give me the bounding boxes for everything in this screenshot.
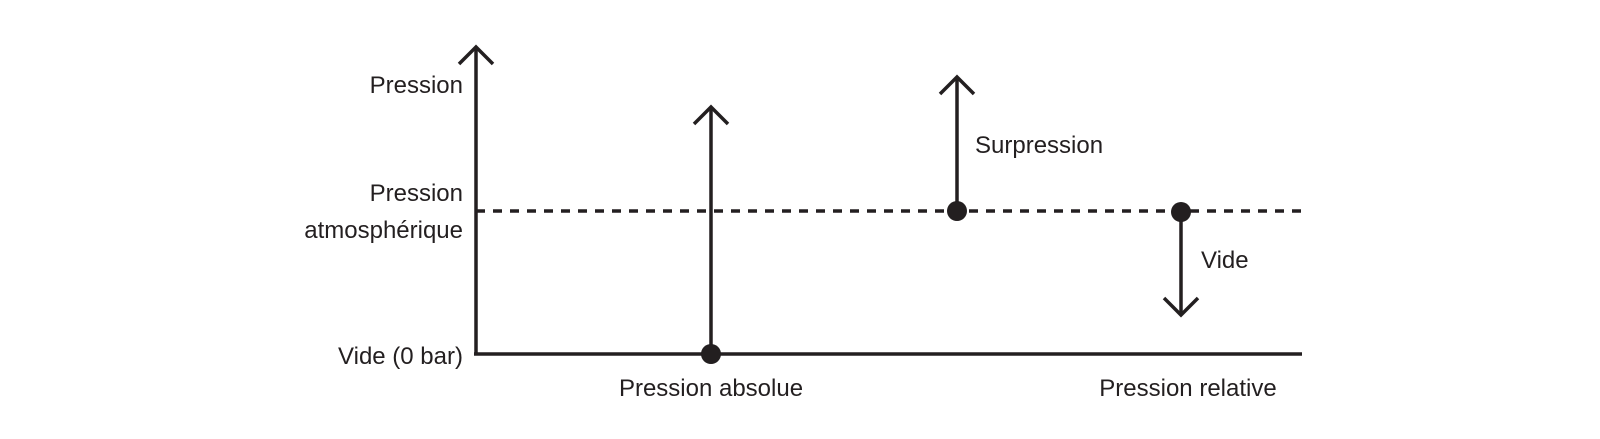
absolute-pressure-arrow [692,104,730,364]
vacuum-label: Vide [1201,247,1249,274]
overpressure-label: Surpression [975,132,1103,159]
vacuum-zero-label: Vide (0 bar) [338,343,463,370]
y-axis-label: Pression [370,72,463,99]
relative-pressure-label: Pression relative [1099,375,1276,402]
vacuum-arrow [1162,202,1200,318]
overpressure-arrow [938,74,976,221]
atmospheric-label-line2: atmosphérique [304,217,463,244]
atmospheric-label-line1: Pression [370,180,463,207]
y-axis [457,44,495,354]
absolute-pressure-label: Pression absolue [619,375,803,402]
